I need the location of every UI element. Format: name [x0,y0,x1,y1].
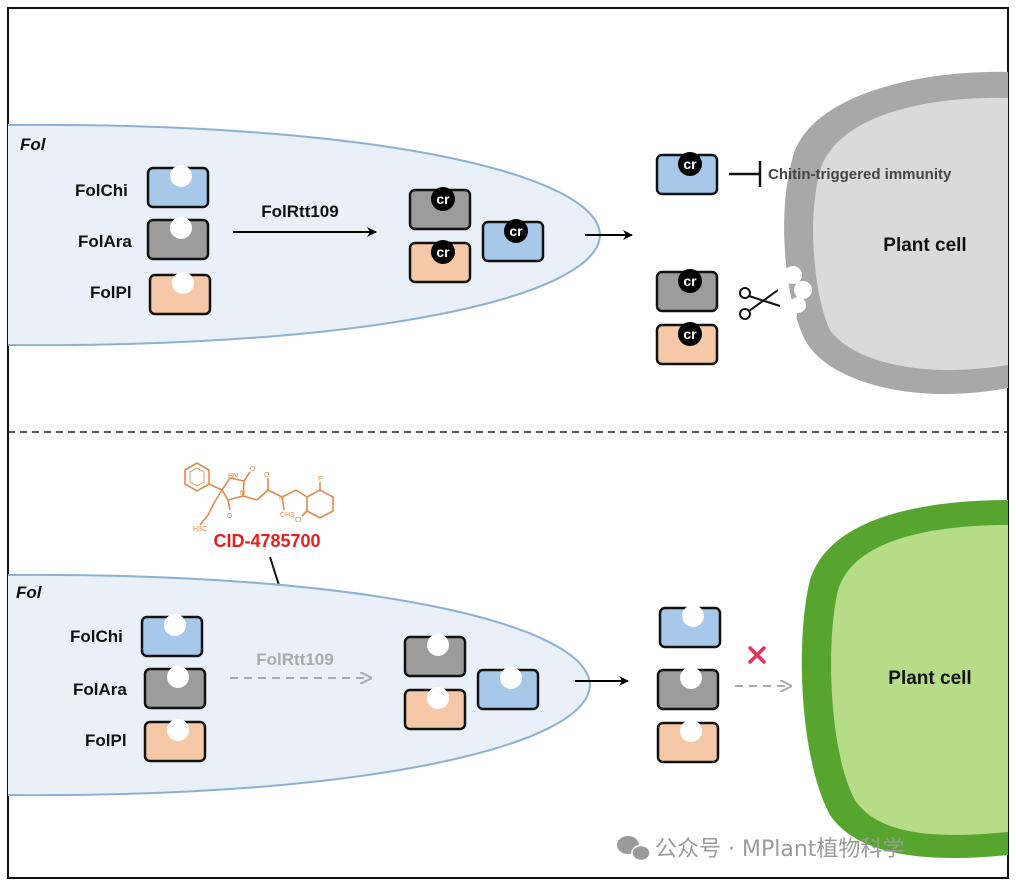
crotonyl-mark [504,219,528,243]
wechat-icon [617,836,651,862]
damage-blobs [783,266,812,322]
organism-label-bottom: Fol [16,583,43,602]
atom-o1: O [250,466,256,473]
enzyme-label-bottom: FolRtt109 [256,650,333,669]
protein-label-chi-bottom: FolChi [70,627,123,646]
atom-nh: HN [228,473,238,480]
compound-structure [184,462,334,526]
crotonyl-label: cr [683,156,697,172]
plant-cell-inner-bottom [831,525,1008,835]
binding-site [164,614,186,636]
crotonyl-label: cr [436,191,450,207]
protein-ara-crotonylated: cr [655,269,719,313]
atom-o3: O [264,472,270,479]
protein-ara [146,217,210,261]
compound-label: CID-4785700 [213,531,320,551]
plant-cell-inner-top [813,97,1008,370]
protein-ara [403,634,467,678]
binding-site [167,719,189,741]
protein-chi [476,667,540,711]
protein-label-pl-top: FolPl [90,283,132,302]
inhibition-arrow [729,161,762,187]
binding-site [680,720,702,742]
binding-site [167,666,189,688]
atom-o2: O [227,513,233,520]
binding-site [682,605,704,627]
atom-n2: N [279,495,284,502]
atom-n1: N [240,490,245,497]
protein-pl [403,687,467,731]
protein-chi-crotonylated: cr [481,219,545,263]
watermark-text: 公众号 · MPlant植物科学 [655,837,904,862]
top-panel: Plant cell Fol FolChi FolAra FolPl cr cr c… [7,71,1008,395]
protein-pl-crotonylated: cr [408,240,472,284]
protein-pl [148,272,212,316]
atom-h3c: H3C [193,526,207,533]
protein-chi-crotonylated: cr [655,152,719,196]
binding-site [427,634,449,656]
crotonyl-label: cr [509,223,523,239]
crotonyl-mark [678,322,702,346]
protein-pl [143,719,207,763]
compound-atom-labels: HN O O O N N CH3 H3C F Cl [193,466,322,533]
bottom-panel: Plant cell HN O O O N N CH3 H3C F [7,462,1008,859]
crotonyl-mark [678,152,702,176]
protein-chi [140,614,204,658]
binding-site [170,217,192,239]
scissors-icon [739,287,781,320]
binding-site [500,667,522,689]
crotonyl-label: cr [436,244,450,260]
binding-site [427,687,449,709]
protein-ara [656,667,720,711]
plant-cell-label-top: Plant cell [883,235,966,256]
atom-f: F [318,476,322,483]
protein-ara [143,666,207,710]
protein-chi [658,605,722,649]
plant-cell-label-bottom: Plant cell [888,668,971,689]
atom-cl: Cl [295,517,302,524]
protein-label-chi-top: FolChi [75,181,128,200]
protein-chi [146,165,210,209]
protein-pl [656,720,720,764]
protein-label-ara-bottom: FolAra [73,680,127,699]
blocked-x-icon [748,646,766,664]
crotonyl-label: cr [683,273,697,289]
binding-site [680,667,702,689]
binding-site [170,165,192,187]
crotonyl-mark [431,240,455,264]
organism-label-top: Fol [20,135,47,154]
effect-label: Chitin-triggered immunity [768,166,952,183]
binding-site [172,272,194,294]
crotonyl-mark [431,187,455,211]
crotonyl-mark [678,269,702,293]
atom-ch3: CH3 [280,512,294,519]
protein-label-pl-bottom: FolPl [85,731,127,750]
crotonyl-label: cr [683,326,697,342]
enzyme-label-top: FolRtt109 [261,202,338,221]
watermark: 公众号 · MPlant植物科学 [617,836,904,862]
protein-label-ara-top: FolAra [78,232,132,251]
protein-ara-crotonylated: cr [408,187,472,231]
protein-pl-crotonylated: cr [655,322,719,366]
